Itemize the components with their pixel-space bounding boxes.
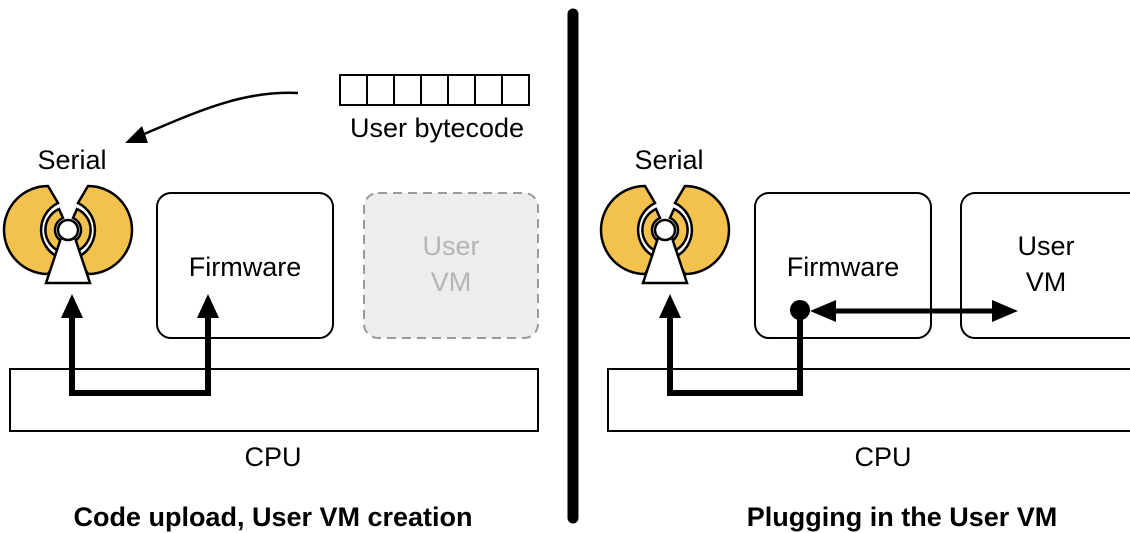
bytecode-strip	[339, 74, 530, 106]
bytecode-label: User bytecode	[350, 113, 524, 143]
cpu-box	[607, 368, 1130, 432]
firmware-box	[156, 192, 334, 339]
user-vm-label-line2: VM	[431, 267, 472, 297]
user-vm-label-line2: VM	[1026, 267, 1067, 297]
serial-antenna-icon	[2, 184, 134, 285]
user-vm-label-line1: User	[1017, 231, 1074, 261]
plug-link-left-arrowhead	[810, 300, 836, 322]
cpu-box	[9, 368, 539, 432]
serial-firmware-path	[69, 312, 211, 396]
firmware-label: Firmware	[787, 252, 900, 282]
upload-arrow-head	[125, 126, 148, 143]
cpu-label: CPU	[244, 442, 301, 472]
serial-label: Serial	[634, 145, 703, 175]
firmware-arrowhead	[197, 294, 219, 318]
upload-arrow-shaft	[136, 91, 299, 139]
connection-dot	[790, 300, 810, 320]
serial-label: Serial	[37, 145, 106, 175]
serial-antenna-icon	[599, 184, 731, 285]
user-vm-box	[960, 192, 1130, 339]
user-vm-label-line1: User	[422, 231, 479, 261]
right-panel: Serial Firmware User VM CPU Plugging in …	[599, 145, 1130, 532]
right-caption: Plugging in the User VM	[747, 502, 1058, 532]
firmware-label: Firmware	[189, 252, 302, 282]
left-panel: User bytecode Serial Firmware User VM CP…	[2, 74, 539, 532]
plug-link-right-arrowhead	[992, 300, 1018, 322]
cpu-label: CPU	[854, 442, 911, 472]
serial-firmware-path	[667, 310, 803, 396]
serial-arrowhead	[659, 294, 681, 318]
left-caption: Code upload, User VM creation	[73, 502, 472, 532]
user-vm-ghost-box	[363, 192, 539, 339]
serial-arrowhead	[61, 294, 83, 318]
